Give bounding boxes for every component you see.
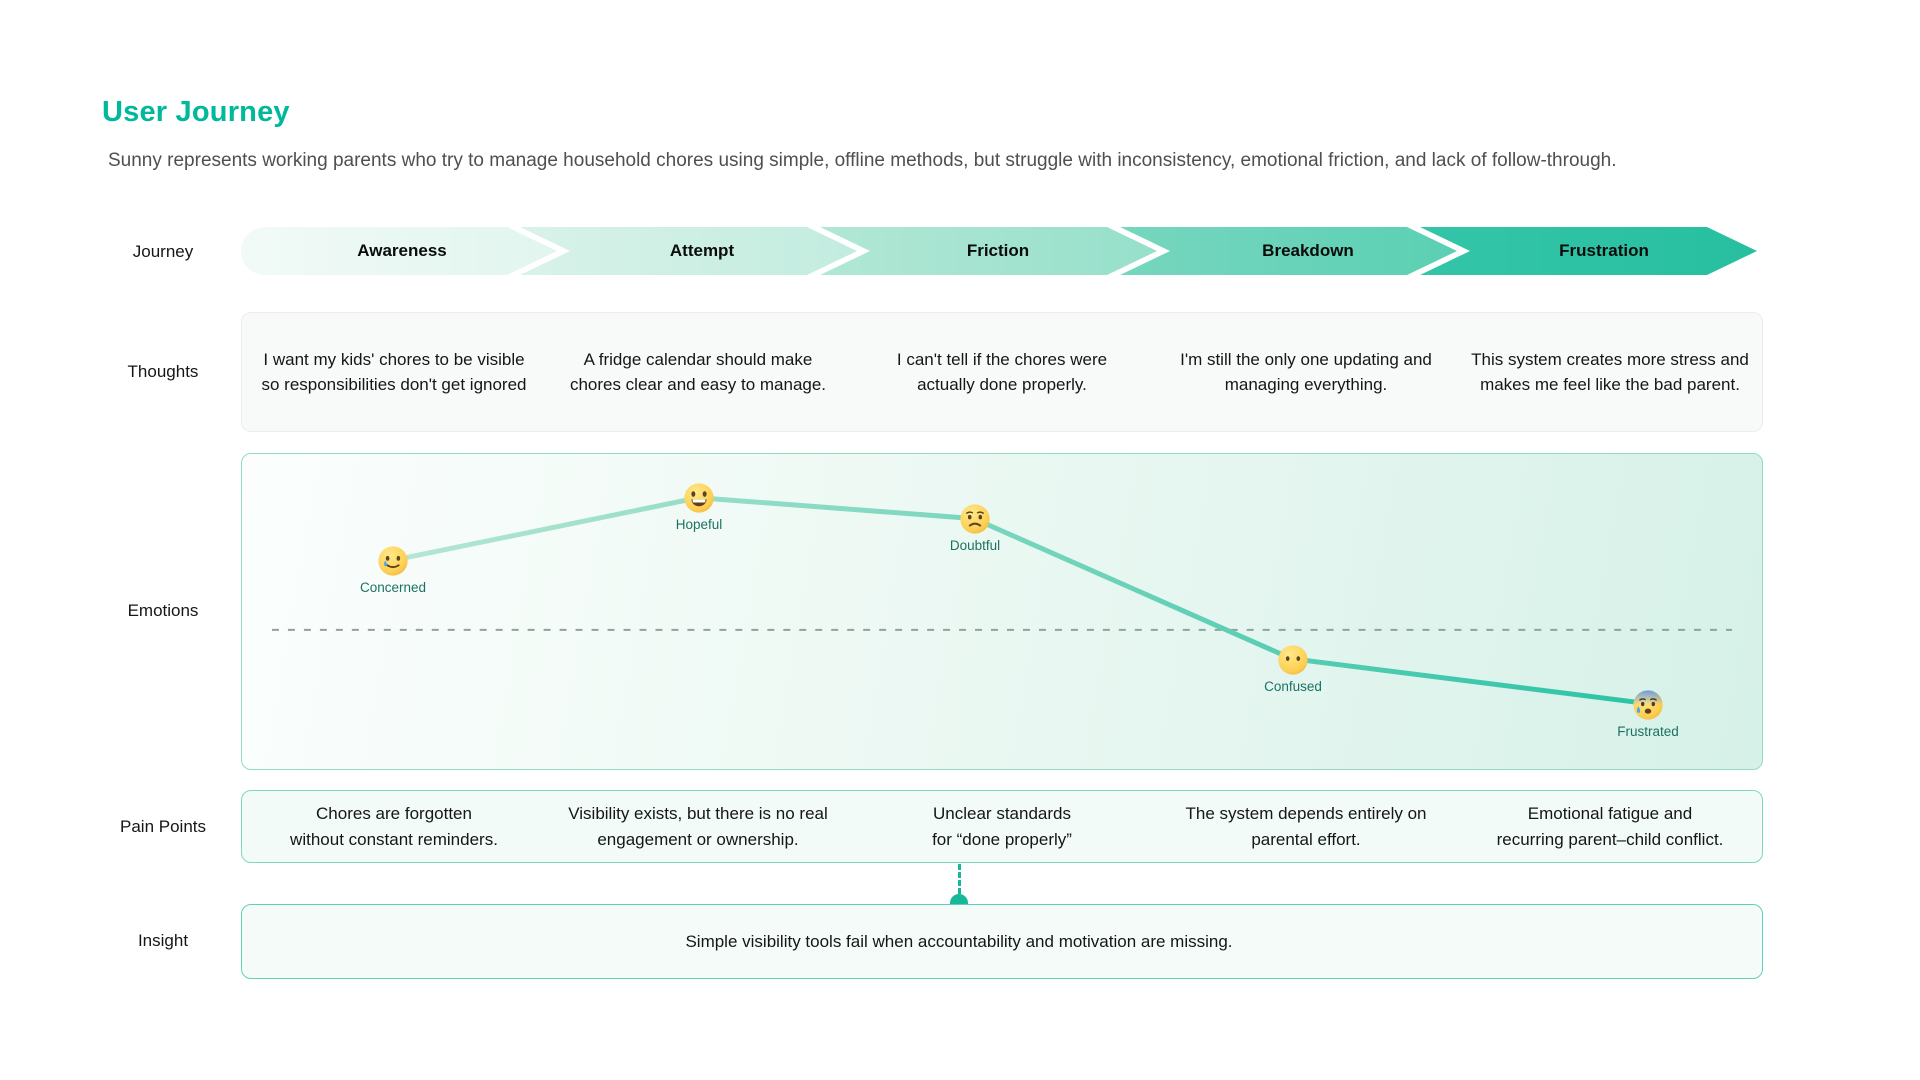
- thought-item: I can't tell if the chores were actually…: [896, 349, 1108, 395]
- insight-connector-arrow: [950, 894, 968, 904]
- journey-stages-band: Awareness Attempt Friction Breakdown Fru…: [241, 227, 1763, 275]
- emotions-panel: Concerned Hopeful Dou: [241, 453, 1763, 770]
- stage-chevron-frustration: [1420, 227, 1757, 275]
- stage-chevron-attempt: [520, 227, 857, 275]
- thought-item: A fridge calendar should make chores cle…: [569, 349, 827, 395]
- emotion-label: Frustrated: [1617, 724, 1679, 739]
- row-label-pain-points: Pain Points: [120, 817, 206, 836]
- emotion-label: Concerned: [359, 580, 427, 595]
- emotion-curve: [271, 495, 1733, 706]
- thought-item: I'm still the only one updating and mana…: [1180, 349, 1432, 395]
- stage-label-breakdown: Breakdown: [1262, 241, 1354, 260]
- thought-item: I want my kids' chores to be visible so …: [261, 349, 527, 395]
- page-title: User Journey: [102, 96, 290, 128]
- stage-label-friction: Friction: [966, 241, 1030, 260]
- grinning-face-icon: [684, 483, 714, 513]
- stage-label-attempt: Attempt: [669, 241, 735, 260]
- stage-chevron-friction: [820, 227, 1157, 275]
- pain-point-item: Unclear standards for “done properly”: [932, 804, 1072, 849]
- emotion-label: Hopeful: [675, 517, 723, 532]
- face-without-mouth-icon: [1278, 645, 1308, 675]
- stage-chevron-breakdown: [1120, 227, 1457, 275]
- pain-point-item: The system depends entirely on parental …: [1185, 804, 1427, 849]
- insight-connector-line: [958, 864, 961, 894]
- pain-points-panel: Chores are forgotten without constant re…: [241, 790, 1763, 863]
- smiling-face-with-tear-icon: [378, 546, 408, 576]
- pain-point-item: Visibility exists, but there is no real …: [568, 804, 828, 849]
- emotion-line: [390, 495, 1649, 706]
- row-label-journey: Journey: [132, 242, 194, 261]
- anxious-face-with-sweat-icon: [1633, 690, 1663, 720]
- emotion-label: Confused: [1264, 679, 1322, 694]
- row-label-insight: Insight: [137, 931, 189, 950]
- row-label-emotions: Emotions: [127, 601, 199, 620]
- stage-label-awareness: Awareness: [357, 241, 447, 260]
- stage-chevron-awareness: [241, 227, 557, 275]
- stage-label-frustration: Frustration: [1559, 241, 1649, 260]
- pain-point-item: Chores are forgotten without constant re…: [290, 804, 498, 849]
- pain-point-item: Emotional fatigue and recurring parent–c…: [1496, 804, 1724, 849]
- thoughts-panel: I want my kids' chores to be visible so …: [241, 312, 1763, 432]
- page-subtitle: Sunny represents working parents who try…: [108, 150, 1617, 171]
- row-label-thoughts: Thoughts: [127, 362, 199, 381]
- emotion-label: Doubtful: [949, 538, 1001, 553]
- thought-item: This system creates more stress and make…: [1471, 349, 1749, 395]
- worried-face-icon: [960, 504, 990, 534]
- insight-panel: Simple visibility tools fail when accoun…: [241, 904, 1763, 979]
- journey-chevrons: [241, 227, 1757, 275]
- insight-text: Simple visibility tools fail when accoun…: [685, 931, 1233, 951]
